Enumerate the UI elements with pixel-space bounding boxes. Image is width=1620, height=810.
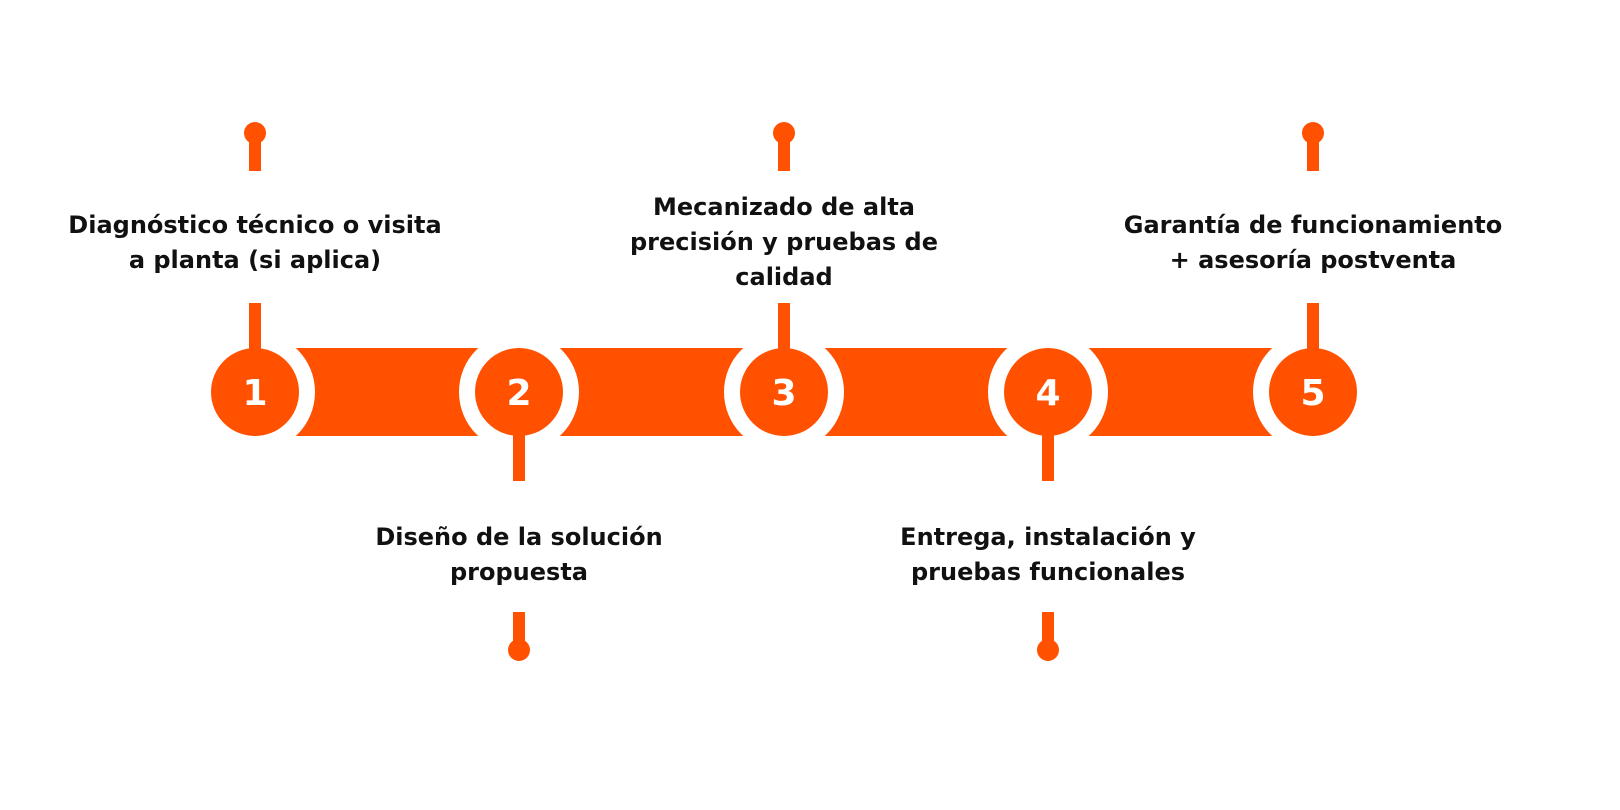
step-5-number: 5 [1300, 373, 1325, 414]
pin-stem [1307, 133, 1319, 171]
step-2-label: Diseño de la solución propuesta [375, 523, 663, 586]
pin-dot-icon [1037, 639, 1059, 661]
step-3-circle [740, 348, 828, 436]
step-5-label: Garantía de funcionamiento + asesoría po… [1123, 210, 1503, 274]
pin-stem [513, 430, 525, 481]
step-1-label: Diagnóstico técnico o visita a planta (s… [68, 210, 442, 274]
step-2-circle [475, 348, 563, 436]
pin-stem [249, 133, 261, 171]
step-4-circle [1004, 348, 1092, 436]
step-4-label: Entrega, instalación y pruebas funcional… [900, 523, 1196, 586]
step-1-number: 1 [242, 373, 267, 414]
step-3-label: Mecanizado de alta precisión y pruebas d… [629, 193, 939, 291]
pin-stem [249, 303, 261, 353]
step-5-circle [1269, 348, 1357, 436]
pin-stem [778, 133, 790, 171]
edge-clip [1357, 340, 1377, 450]
step-4-number: 4 [1035, 373, 1060, 414]
step-1-circle [211, 348, 299, 436]
step-3-number: 3 [771, 373, 796, 414]
pin-stem [778, 303, 790, 353]
step-2-number: 2 [506, 373, 531, 414]
pin-stem [1042, 430, 1054, 481]
pin-dot-icon [508, 639, 530, 661]
pin-stem [1307, 303, 1319, 353]
